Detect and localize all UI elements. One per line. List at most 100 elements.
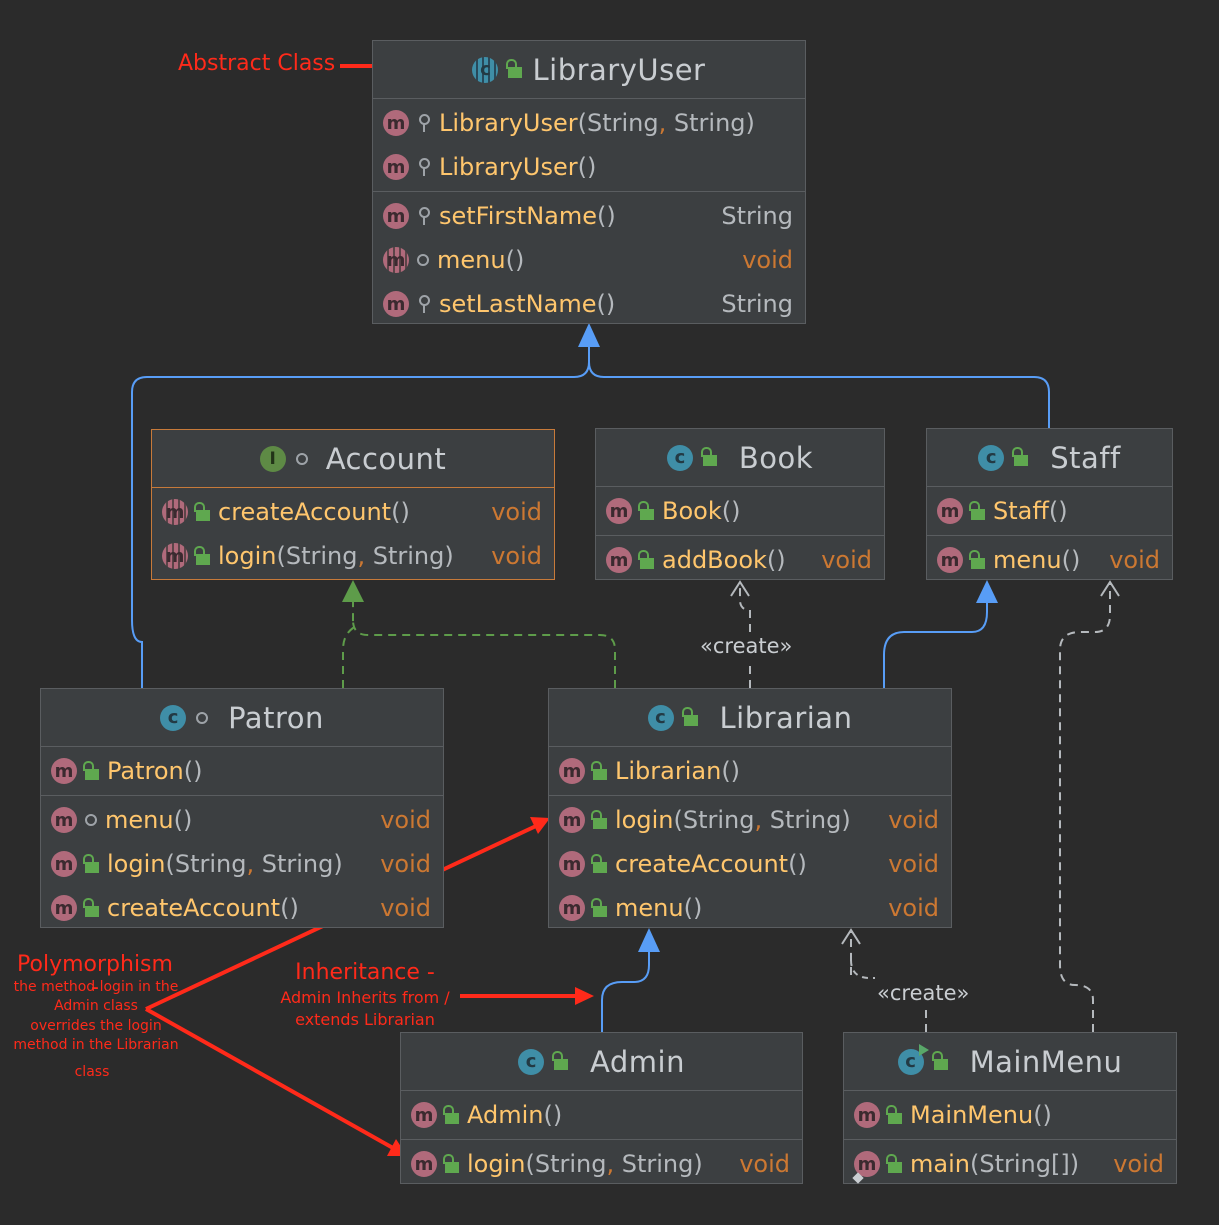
methods-section: m createAccount() void m login(String, S… bbox=[152, 488, 554, 580]
method-icon: m bbox=[937, 547, 963, 573]
member-row[interactable]: m LibraryUser() bbox=[373, 145, 805, 189]
interface-icon: I bbox=[259, 445, 286, 472]
class-book[interactable]: c Book m Book() m addBook() void bbox=[595, 428, 885, 580]
class-header: c LibraryUser bbox=[373, 41, 805, 99]
class-header: c Staff bbox=[927, 429, 1172, 487]
class-header: c Patron bbox=[41, 689, 443, 747]
member-row[interactable]: m menu() void bbox=[373, 238, 805, 282]
member-row[interactable]: m main(String[]) void bbox=[844, 1142, 1176, 1186]
return-type: void bbox=[1109, 546, 1160, 574]
annotation-polymorphism-line: class bbox=[74, 1064, 110, 1080]
methods-section: m login(String, String) void m createAcc… bbox=[549, 796, 951, 932]
constructors-section: m Staff() bbox=[927, 487, 1172, 536]
method-icon: m bbox=[606, 498, 632, 524]
member-signature: login(String, String) bbox=[467, 1150, 703, 1178]
return-type: String bbox=[721, 202, 793, 230]
public-lock-icon bbox=[1012, 447, 1029, 466]
member-row[interactable]: m setFirstName() String bbox=[373, 194, 805, 238]
return-type: void bbox=[888, 806, 939, 834]
member-row[interactable]: m login(String, String) void bbox=[401, 1142, 802, 1186]
annotation-inheritance-line: Admin Inherits from / bbox=[280, 988, 450, 1007]
interface-account[interactable]: I Account m createAccount() void m login… bbox=[151, 429, 555, 580]
member-row[interactable]: m Staff() bbox=[927, 489, 1172, 533]
class-header: c Admin bbox=[401, 1033, 802, 1091]
class-admin[interactable]: c Admin m Admin() m login(String, String… bbox=[400, 1032, 803, 1184]
member-row[interactable]: m Book() bbox=[596, 489, 884, 533]
edge-admin-extends-librarian bbox=[601, 950, 650, 1032]
public-lock-icon bbox=[681, 707, 698, 726]
return-type: void bbox=[380, 850, 431, 878]
public-lock-icon bbox=[886, 1153, 902, 1173]
return-type: void bbox=[742, 246, 793, 274]
member-signature: login(String, String) bbox=[107, 850, 343, 878]
class-header: c MainMenu bbox=[844, 1033, 1176, 1091]
annotation-inheritance-line: extends Librarian bbox=[295, 1010, 435, 1029]
class-name: Librarian bbox=[719, 700, 853, 735]
member-row[interactable]: m addBook() void bbox=[596, 538, 884, 582]
method-icon: m bbox=[51, 807, 77, 833]
member-row[interactable]: m menu() void bbox=[549, 886, 951, 930]
protected-key-icon bbox=[417, 294, 431, 314]
member-signature: MainMenu() bbox=[910, 1101, 1052, 1129]
member-row[interactable]: m Librarian() bbox=[549, 749, 951, 793]
member-row[interactable]: m Admin() bbox=[401, 1093, 802, 1137]
public-lock-icon bbox=[591, 809, 607, 829]
class-staff[interactable]: c Staff m Staff() m menu() void bbox=[926, 428, 1173, 580]
edge-patron-extends-libraryuser bbox=[131, 345, 590, 688]
member-row[interactable]: m login(String, String) void bbox=[549, 798, 951, 842]
member-signature: createAccount() bbox=[615, 850, 807, 878]
public-lock-icon bbox=[591, 897, 607, 917]
member-row[interactable]: m setLastName() String bbox=[373, 282, 805, 326]
member-signature: setFirstName() bbox=[439, 202, 616, 230]
annotation-abstract-class: Abstract Class bbox=[178, 51, 336, 76]
class-icon: c bbox=[647, 704, 674, 731]
member-row[interactable]: m createAccount() void bbox=[152, 490, 554, 534]
method-icon: m bbox=[411, 1151, 437, 1177]
member-row[interactable]: m LibraryUser(String, String) bbox=[373, 101, 805, 145]
method-icon: m bbox=[559, 807, 585, 833]
member-row[interactable]: m login(String, String) void bbox=[152, 534, 554, 578]
member-row[interactable]: m menu() void bbox=[41, 798, 443, 842]
method-icon: m bbox=[51, 851, 77, 877]
member-row[interactable]: m Patron() bbox=[41, 749, 443, 793]
edge-mainmenu-creates-librarian-2 bbox=[850, 959, 875, 979]
member-row[interactable]: m menu() void bbox=[927, 538, 1172, 582]
protected-key-icon bbox=[417, 113, 431, 133]
public-lock-icon bbox=[552, 1051, 569, 1070]
member-row[interactable]: m login(String, String) void bbox=[41, 842, 443, 886]
arrowhead-staff bbox=[976, 580, 998, 603]
class-name: LibraryUser bbox=[532, 52, 706, 87]
class-patron[interactable]: c Patron m Patron() m menu() void m logi… bbox=[40, 688, 444, 928]
member-signature: main(String[]) bbox=[910, 1150, 1080, 1178]
annotation-polymorphism-title: Polymorphism - bbox=[17, 952, 173, 1001]
member-signature: createAccount() bbox=[107, 894, 299, 922]
class-name: MainMenu bbox=[969, 1044, 1123, 1079]
run-icon bbox=[918, 1043, 929, 1056]
edge-mainmenu-creates-librarian bbox=[850, 932, 927, 1032]
class-header: I Account bbox=[152, 430, 554, 488]
member-signature: menu() bbox=[615, 894, 703, 922]
methods-section: m menu() void m login(String, String) vo… bbox=[41, 796, 443, 932]
class-name: Staff bbox=[1050, 440, 1121, 475]
member-signature: menu() bbox=[105, 806, 193, 834]
class-mainmenu[interactable]: c MainMenu m MainMenu() m main(String[])… bbox=[843, 1032, 1177, 1184]
member-row[interactable]: m createAccount() void bbox=[549, 842, 951, 886]
class-libraryuser[interactable]: c LibraryUser m LibraryUser(String, Stri… bbox=[372, 40, 806, 324]
public-lock-icon bbox=[83, 760, 99, 780]
member-signature: Staff() bbox=[993, 497, 1068, 525]
methods-section: m main(String[]) void bbox=[844, 1140, 1176, 1188]
class-name: Patron bbox=[228, 700, 324, 735]
protected-key-icon bbox=[417, 157, 431, 177]
public-lock-icon bbox=[591, 760, 607, 780]
member-row[interactable]: m MainMenu() bbox=[844, 1093, 1176, 1137]
class-librarian[interactable]: c Librarian m Librarian() m login(String… bbox=[548, 688, 952, 928]
annotation-arrowhead-inheritance bbox=[575, 987, 594, 1005]
member-row[interactable]: m createAccount() void bbox=[41, 886, 443, 930]
method-icon: m bbox=[383, 110, 409, 136]
public-lock-icon bbox=[194, 501, 210, 521]
member-signature: login(String, String) bbox=[218, 542, 454, 570]
package-private-icon bbox=[196, 711, 209, 724]
return-type: void bbox=[491, 542, 542, 570]
return-type: void bbox=[821, 546, 872, 574]
return-type: void bbox=[380, 806, 431, 834]
